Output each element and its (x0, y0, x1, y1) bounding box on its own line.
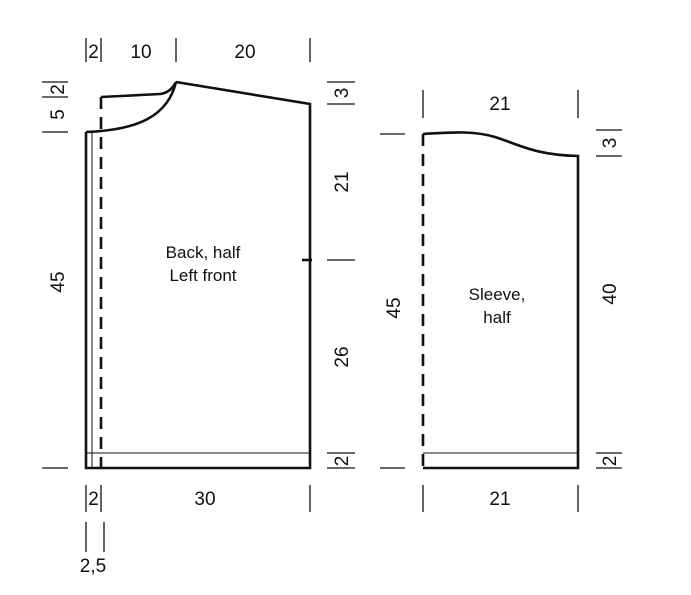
dim-sleeve-left-height: 45 (384, 297, 405, 318)
body-bottom-dims: 2 30 2,5 (80, 485, 311, 577)
sleeve-top-dims: 21 (422, 90, 579, 118)
sleeve-title-line2: half (483, 308, 511, 327)
body-left-dims: 2 5 45 (42, 81, 69, 469)
dim-right-rib: 2 (332, 456, 353, 467)
body-piece: 2 10 20 2 5 45 3 21 26 2 (42, 38, 355, 577)
dim-bottom-band: 2 (88, 489, 99, 510)
dim-sleeve-right-rib: 2 (600, 456, 621, 467)
dim-top-neck: 10 (130, 42, 151, 63)
dim-right-shoulder-slope: 3 (332, 88, 353, 99)
dim-sleeve-right-height: 40 (600, 283, 621, 304)
body-neck-curve (85, 81, 178, 134)
body-right-dims: 3 21 26 2 (327, 81, 355, 469)
dim-sleeve-bottom-width: 21 (489, 489, 510, 510)
body-top-dims: 2 10 20 (85, 38, 311, 63)
body-back-neck (100, 81, 178, 99)
dim-top-band: 2 (88, 42, 99, 63)
sleeve-bottom-dims: 21 (422, 485, 579, 512)
dim-right-lower: 26 (332, 346, 353, 367)
dim-sleeve-top-width: 21 (489, 94, 510, 115)
dim-left-height: 45 (48, 271, 69, 292)
sleeve-title-line1: Sleeve, (469, 285, 526, 304)
dim-sleeve-right-cap: 3 (600, 138, 621, 149)
dim-top-shoulder: 20 (234, 42, 255, 63)
dim-left-neck-depth: 5 (48, 109, 69, 120)
body-title-line2: Left front (169, 266, 236, 285)
sleeve-left-dims: 45 (380, 133, 405, 469)
body-title-line1: Back, half (166, 243, 241, 262)
sleeve-outline (422, 131, 580, 470)
dim-right-upper: 21 (332, 171, 353, 192)
sleeve-piece: 21 45 3 40 2 21 Sleeve, half (380, 90, 622, 512)
dim-left-small-top: 2 (48, 84, 69, 95)
dim-bottom-width: 30 (194, 489, 215, 510)
sleeve-right-dims: 3 40 2 (596, 129, 622, 469)
body-outline (84, 80, 312, 470)
dim-bottom-extra: 2,5 (80, 556, 106, 577)
